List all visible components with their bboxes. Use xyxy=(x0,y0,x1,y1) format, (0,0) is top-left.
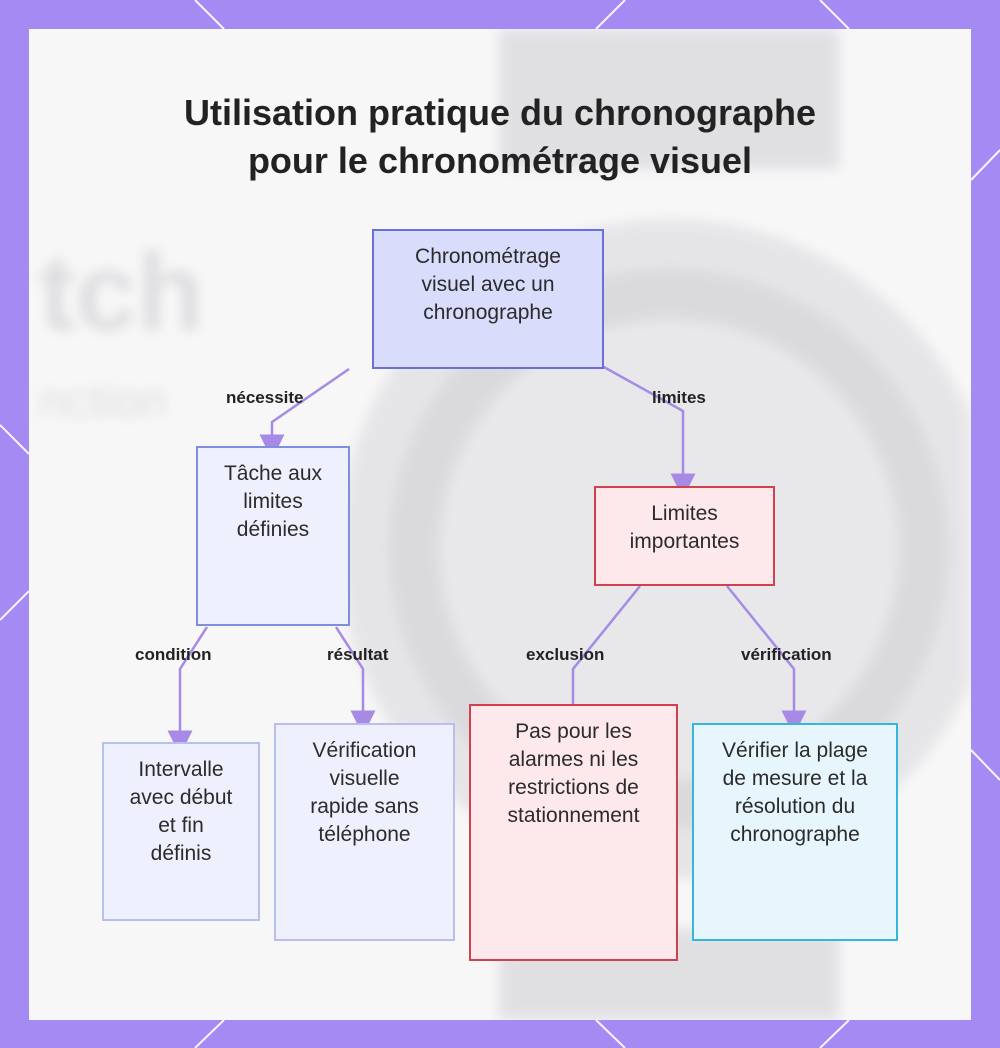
node-interval: Intervalle avec début et fin définis xyxy=(102,742,260,921)
edge-root-task xyxy=(259,367,350,460)
diagram-panel: tch nction Utilisation pratique du chron… xyxy=(29,29,971,1020)
node-limits: Limites importantes xyxy=(594,486,775,586)
node-root-text: Chronométrage visuel avec un chronograph… xyxy=(415,245,561,324)
node-no-alarms-text: Pas pour les alarmes ni les restrictions… xyxy=(507,720,640,827)
node-root: Chronométrage visuel avec un chronograph… xyxy=(372,229,604,369)
node-visual-check: Vérification visuelle rapide sans téléph… xyxy=(274,723,455,941)
edge-limits-noalarms xyxy=(571,585,641,704)
title-line-2: pour le chronométrage visuel xyxy=(247,140,753,181)
edge-label-resultat: résultat xyxy=(327,645,389,664)
node-task-text: Tâche aux limites définies xyxy=(223,462,323,541)
node-limits-text: Limites importantes xyxy=(629,502,740,553)
edge-label-verification: vérification xyxy=(741,645,832,664)
title-line-1: Utilisation pratique du chronographe xyxy=(183,92,817,133)
edge-label-exclusion: exclusion xyxy=(526,645,605,664)
node-interval-text: Intervalle avec début et fin définis xyxy=(129,758,233,865)
node-verify-range-text: Vérifier la plage de mesure et la résolu… xyxy=(722,739,868,846)
node-task: Tâche aux limites définies xyxy=(196,446,350,626)
edge-task-interval xyxy=(167,626,209,756)
edge-label-limites: limites xyxy=(652,388,706,407)
node-verify-range: Vérifier la plage de mesure et la résolu… xyxy=(692,723,898,941)
edge-root-limits xyxy=(601,364,696,499)
edge-limits-verifyrange xyxy=(726,585,807,736)
edge-label-condition: condition xyxy=(135,645,212,664)
background-word-1: tch xyxy=(39,231,204,354)
diagram-title: Utilisation pratique du chronographe pou… xyxy=(29,89,971,185)
node-visual-check-text: Vérification visuelle rapide sans téléph… xyxy=(310,739,419,846)
edge-task-visualcheck xyxy=(334,626,376,736)
edge-label-necessite: nécessite xyxy=(226,388,304,407)
background-word-2: nction xyxy=(39,375,168,428)
edges-layer xyxy=(167,364,807,756)
node-no-alarms: Pas pour les alarmes ni les restrictions… xyxy=(469,704,678,961)
